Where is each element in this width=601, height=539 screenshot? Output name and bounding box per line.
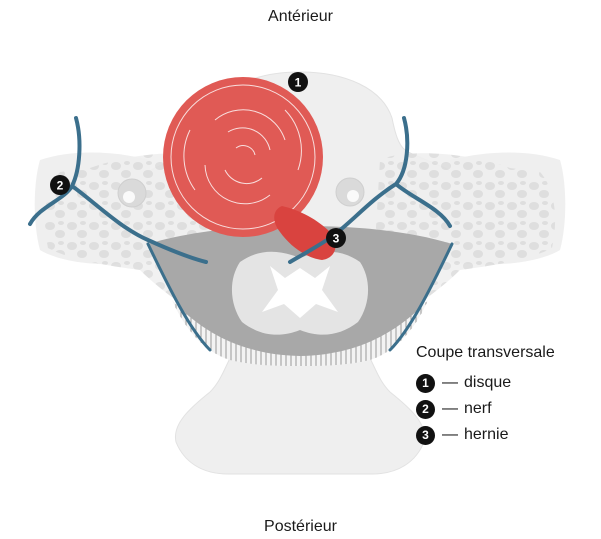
legend-label: nerf bbox=[464, 400, 492, 418]
legend-label: disque bbox=[464, 374, 511, 392]
legend-title: Coupe transversale bbox=[416, 344, 555, 362]
left-transverse-foramen-highlight bbox=[123, 191, 135, 203]
marker-2: 2 bbox=[50, 175, 70, 195]
marker-1-text: 1 bbox=[295, 76, 302, 90]
legend-badge: 3 bbox=[416, 426, 435, 445]
legend-dash: — bbox=[442, 374, 458, 392]
marker-1: 1 bbox=[288, 72, 308, 92]
legend: Coupe transversale 1 — disque 2 — nerf 3… bbox=[416, 344, 555, 448]
legend-label: hernie bbox=[464, 426, 508, 444]
marker-3: 3 bbox=[326, 228, 346, 248]
legend-item: 1 — disque bbox=[416, 370, 555, 396]
posterior-label: Postérieur bbox=[0, 518, 601, 536]
legend-dash: — bbox=[442, 400, 458, 418]
legend-badge: 1 bbox=[416, 374, 435, 393]
marker-2-text: 2 bbox=[57, 179, 64, 193]
legend-item: 2 — nerf bbox=[416, 396, 555, 422]
legend-dash: — bbox=[442, 426, 458, 444]
right-transverse-foramen-highlight bbox=[347, 190, 359, 202]
legend-item: 3 — hernie bbox=[416, 422, 555, 448]
marker-3-text: 3 bbox=[333, 232, 340, 246]
legend-badge: 2 bbox=[416, 400, 435, 419]
